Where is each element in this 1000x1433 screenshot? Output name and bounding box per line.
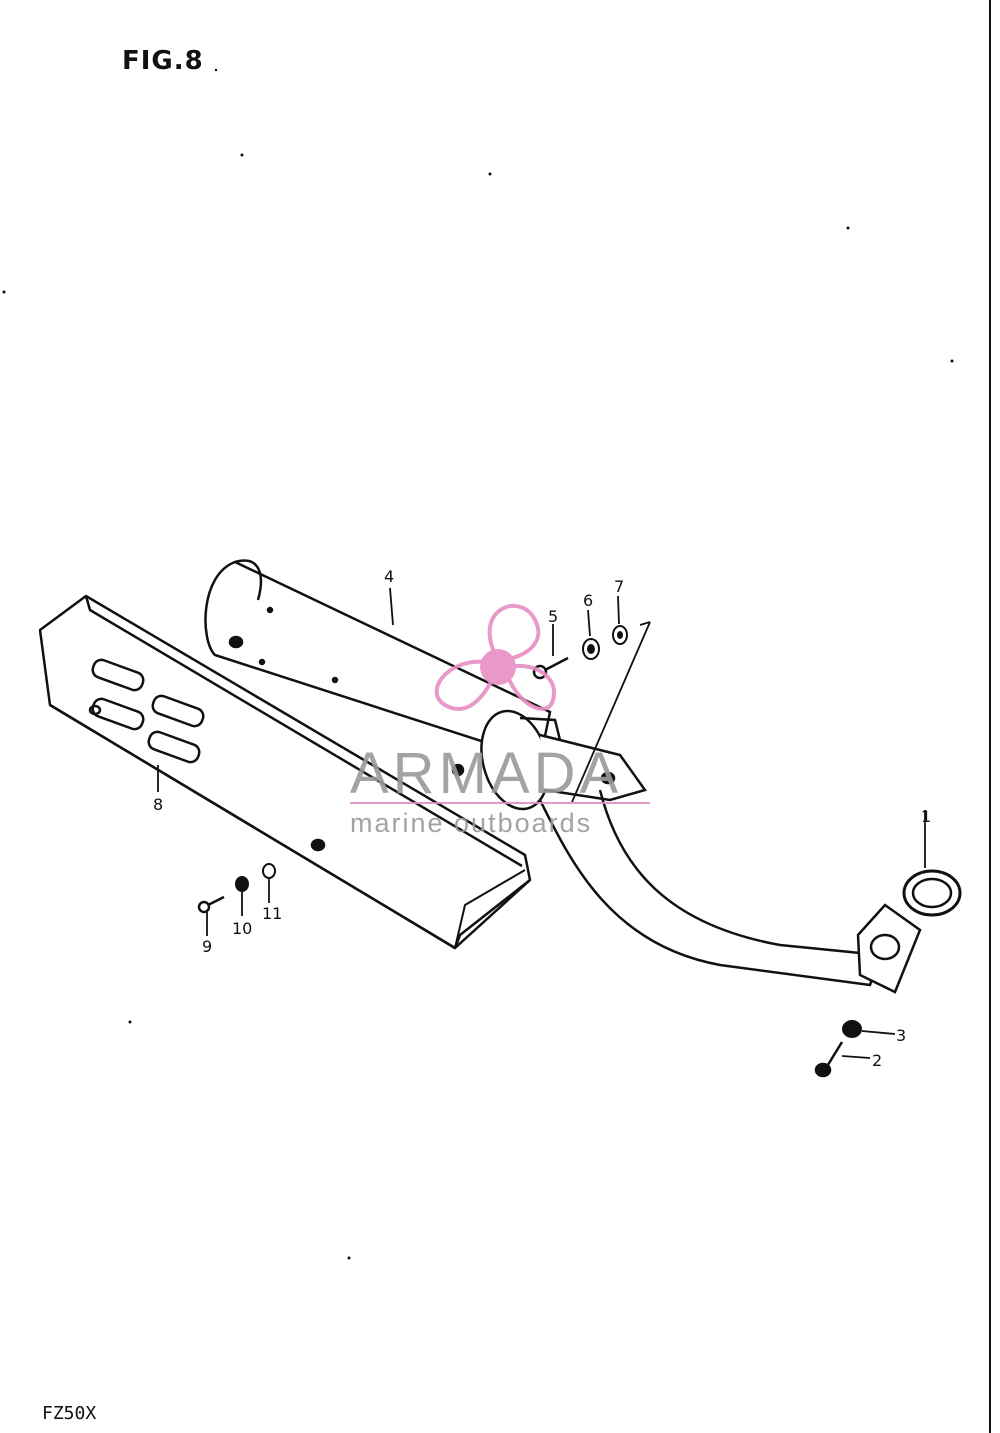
pipe-bolt-part-2	[814, 1041, 844, 1078]
muffler-nut-part-6	[582, 638, 600, 660]
cover-bolt-part-9	[197, 895, 225, 914]
cover-nut-part-10	[235, 876, 249, 892]
callout-3: 3	[896, 1026, 906, 1045]
exhaust-pipe-part-1	[538, 789, 962, 994]
callout-6: 6	[583, 591, 593, 610]
callout-11: 11	[262, 904, 282, 923]
figure-title: FIG.8	[122, 46, 204, 76]
callout-1: 1	[921, 807, 931, 826]
watermark-brand: ARMADA	[350, 741, 622, 806]
muffler-washer-part-7	[612, 625, 628, 645]
leader-lines	[157, 587, 926, 1059]
callout-4: 4	[384, 567, 394, 586]
armada-watermark: ARMADA marine outboards	[350, 603, 650, 838]
scan-specks	[2, 68, 954, 1260]
callout-labels: 1 2 3 4 5 6 7 8 9 10 11	[153, 567, 931, 1070]
muffler-cover-part-8	[38, 594, 532, 950]
pipe-nut-part-3	[842, 1020, 862, 1038]
muffler-bolt-part-5	[532, 656, 569, 680]
propeller-icon	[434, 603, 557, 711]
watermark-tagline: marine outboards	[350, 808, 592, 838]
cover-washer-part-11	[262, 863, 276, 879]
callout-8: 8	[153, 795, 163, 814]
callout-9: 9	[202, 937, 212, 956]
callout-7: 7	[614, 577, 624, 596]
callout-5: 5	[548, 607, 558, 626]
callout-10: 10	[232, 919, 252, 938]
callout-2: 2	[872, 1051, 882, 1070]
model-code: FZ50X	[42, 1403, 97, 1424]
muffler-inlet-flange	[480, 709, 648, 811]
